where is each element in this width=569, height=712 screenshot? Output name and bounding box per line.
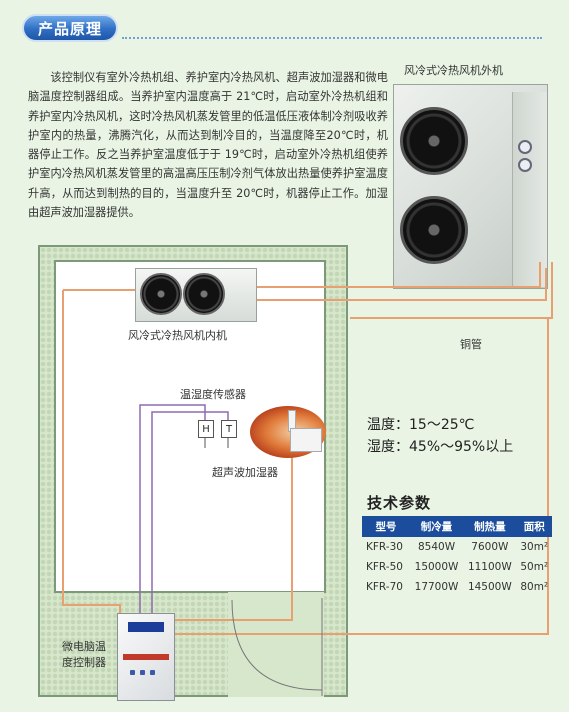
table-cell: KFR-50 [366,561,403,573]
controller-button [140,670,145,675]
table-cell: KFR-70 [366,581,403,593]
outdoor-unit-side-panel [512,92,547,287]
table-header-cell: 型号 [362,516,410,537]
copper-pipe-line [255,268,547,301]
controller-label-line2: 度控制器 [62,656,106,669]
table-cell: 15000W [414,561,459,573]
copper-pipe-line [255,262,541,288]
table-cell: KFR-30 [366,541,403,553]
table-row: KFR-30 8540W 7600W 30m² [362,537,552,557]
intro-paragraph: 该控制仪有室外冷热机组、养护室内冷热风机、超声波加湿器和微电脑温度控制器组成。当… [28,71,388,220]
humidity-sensor-icon: H [198,420,214,438]
table-cell: 8540W [417,541,456,553]
table-row: KFR-70 17700W 14500W 80m² [362,577,552,597]
controller-display [128,622,164,632]
table-cell: 50m² [520,561,549,573]
sensor-label: 温湿度传感器 [180,388,246,401]
table-row: KFR-50 15000W 11100W 50m² [362,557,552,577]
door-opening [228,592,324,697]
copper-pipe-line [350,262,553,319]
controller-label-strip [123,654,169,660]
controller-button [130,670,135,675]
door-swing-arc [231,599,323,691]
sensor-wire [139,404,206,614]
indoor-fan-left-icon [140,273,182,315]
table-cell: 17700W [414,581,459,593]
copper-pipe-line [174,450,293,621]
table-cell: 30m² [520,541,549,553]
copper-pipe-line [174,318,549,635]
table-header-row: 型号 制冷量 制热量 面积 [362,516,552,537]
outdoor-unit-label: 风冷式冷热风机外机 [404,64,503,77]
temperature-sensor-icon: T [221,420,237,438]
tech-params-table: 型号 制冷量 制热量 面积 KFR-30 8540W 7600W 30m² KF… [362,516,552,597]
table-header-cell: 制冷量 [409,516,464,537]
humidifier-device [290,428,322,452]
table-header-cell: 制热量 [463,516,517,537]
temperature-range: 温度：15～25℃ [367,417,475,433]
copper-pipe-label: 铜管 [460,338,482,351]
outdoor-fan-bottom-icon [400,196,468,264]
pressure-gauge-icon [518,158,532,172]
temperature-controller [117,613,175,701]
table-cell: 11100W [467,561,512,573]
controller-label-line1: 微电脑温 [62,640,106,653]
humidity-range: 湿度：45%～95%以上 [367,439,514,455]
pressure-gauge-icon [518,140,532,154]
table-cell: 14500W [467,581,512,593]
controller-button [150,670,155,675]
section-title: 产品原理 [22,14,118,42]
sensor-wire [151,411,229,614]
indoor-unit-label: 风冷式冷热风机内机 [128,329,227,342]
title-divider [122,37,542,39]
humidifier-label: 超声波加湿器 [212,466,278,479]
tech-params-title: 技术参数 [367,494,432,512]
table-header-cell: 面积 [516,516,552,537]
table-cell: 7600W [471,541,509,553]
outdoor-fan-top-icon [400,107,468,175]
copper-pipe-line [62,290,121,615]
indoor-fan-right-icon [183,273,225,315]
table-cell: 80m² [520,581,549,593]
